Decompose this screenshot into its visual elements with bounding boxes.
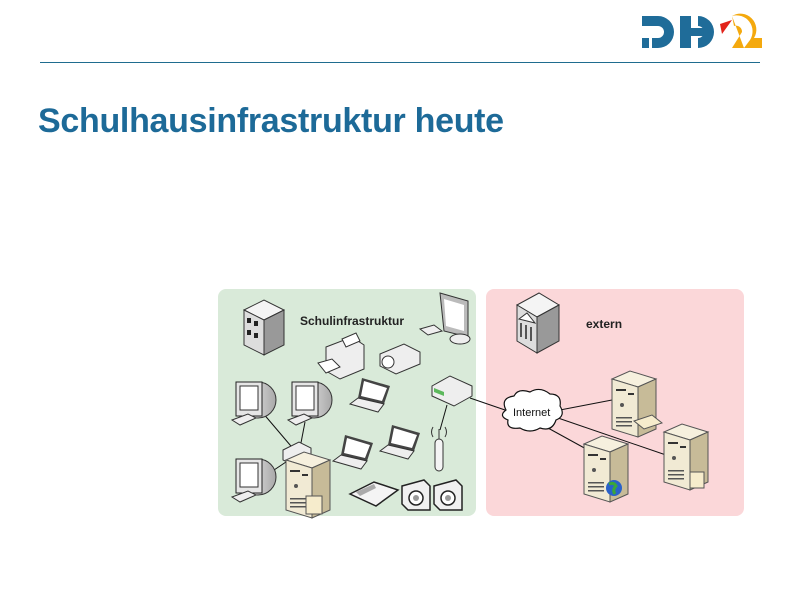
phz-logo xyxy=(642,13,762,49)
slide-title: Schulhausinfrastruktur heute xyxy=(38,102,504,140)
web-server-icon xyxy=(583,435,629,503)
internet-cloud-icon: Internet xyxy=(501,388,563,432)
file-server-icon xyxy=(663,423,709,491)
scanner-icon xyxy=(348,481,400,507)
school-building-icon xyxy=(242,299,286,356)
wireless-access-point-icon xyxy=(431,426,447,472)
projector-icon xyxy=(379,343,421,375)
connection-lines xyxy=(261,397,667,471)
zone-label-schulinfrastruktur: Schulinfrastruktur xyxy=(300,314,404,328)
header-divider xyxy=(40,62,760,63)
camera-icon xyxy=(433,479,463,511)
bank-building-icon xyxy=(515,292,561,354)
desktop-monitor-icon xyxy=(418,292,471,345)
camera-icon xyxy=(401,479,431,511)
router-icon xyxy=(431,375,473,407)
zone-label-extern: extern xyxy=(586,317,622,331)
internet-label: Internet xyxy=(513,407,550,419)
mail-server-icon xyxy=(611,370,664,438)
printer-icon xyxy=(317,332,365,380)
school-server-icon xyxy=(285,451,331,519)
